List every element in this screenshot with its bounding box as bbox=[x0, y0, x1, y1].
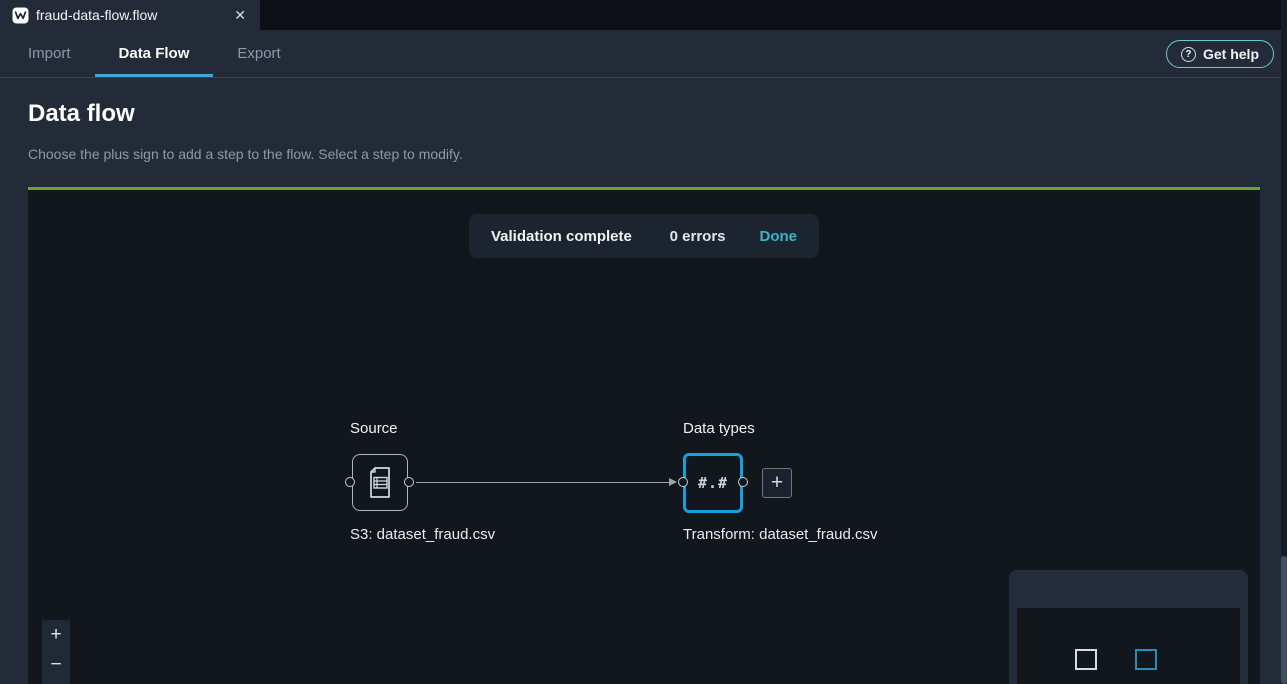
editor-tab-bar: fraud-data-flow.flow ✕ bbox=[0, 0, 1287, 30]
source-input-port[interactable] bbox=[345, 477, 355, 487]
editor-tab-fraud-data-flow[interactable]: fraud-data-flow.flow ✕ bbox=[0, 0, 260, 30]
minimap-source-node bbox=[1075, 649, 1097, 670]
tab-export[interactable]: Export bbox=[237, 45, 281, 62]
zoom-controls: + − bbox=[42, 620, 70, 684]
canvas-top-rule bbox=[28, 187, 1260, 190]
vertical-scrollbar-track[interactable] bbox=[1281, 0, 1287, 684]
data-types-node[interactable]: #.# bbox=[683, 453, 743, 513]
zoom-in-icon[interactable]: + bbox=[42, 620, 70, 650]
validation-error-count: 0 errors bbox=[669, 227, 726, 245]
add-step-button[interactable]: + bbox=[762, 468, 792, 498]
source-output-port[interactable] bbox=[404, 477, 414, 487]
data-types-glyph: #.# bbox=[697, 474, 729, 492]
tab-data-flow[interactable]: Data Flow bbox=[94, 30, 214, 77]
minimap[interactable] bbox=[1009, 570, 1248, 684]
minimap-selected-node bbox=[1135, 649, 1157, 670]
data-types-output-port[interactable] bbox=[738, 477, 748, 487]
header: Import Data Flow Export ? Get help bbox=[0, 30, 1287, 78]
tab-import[interactable]: Import bbox=[28, 45, 71, 62]
get-help-button[interactable]: ? Get help bbox=[1165, 40, 1274, 68]
flow-edge-arrowhead bbox=[669, 478, 677, 486]
validation-done-link[interactable]: Done bbox=[759, 227, 798, 245]
page-title: Data flow bbox=[28, 100, 135, 127]
source-node-caption: S3: dataset_fraud.csv bbox=[350, 526, 496, 543]
get-help-label: Get help bbox=[1202, 46, 1259, 62]
plus-icon: + bbox=[770, 471, 784, 494]
file-document-icon bbox=[370, 467, 390, 498]
validation-banner: Validation complete 0 errors Done bbox=[469, 214, 819, 258]
minimap-viewport bbox=[1017, 608, 1240, 684]
nav-tabs: Import Data Flow Export bbox=[0, 30, 305, 77]
data-types-group-label: Data types bbox=[683, 420, 755, 437]
source-group-label: Source bbox=[350, 420, 398, 437]
source-node[interactable] bbox=[352, 454, 408, 511]
validation-status: Validation complete bbox=[491, 227, 632, 245]
page-subtitle: Choose the plus sign to add a step to th… bbox=[28, 146, 463, 162]
help-icon: ? bbox=[1180, 46, 1196, 62]
flow-canvas[interactable]: Validation complete 0 errors Done Source… bbox=[28, 190, 1260, 684]
sagemaker-icon bbox=[12, 7, 29, 23]
data-types-node-caption: Transform: dataset_fraud.csv bbox=[683, 526, 878, 543]
editor-tab-title: fraud-data-flow.flow bbox=[36, 7, 158, 23]
close-icon[interactable]: ✕ bbox=[234, 6, 246, 23]
vertical-scrollbar-thumb[interactable] bbox=[1281, 556, 1287, 684]
data-types-input-port[interactable] bbox=[678, 477, 688, 487]
flow-edge bbox=[416, 482, 669, 483]
zoom-out-icon[interactable]: − bbox=[42, 650, 70, 680]
